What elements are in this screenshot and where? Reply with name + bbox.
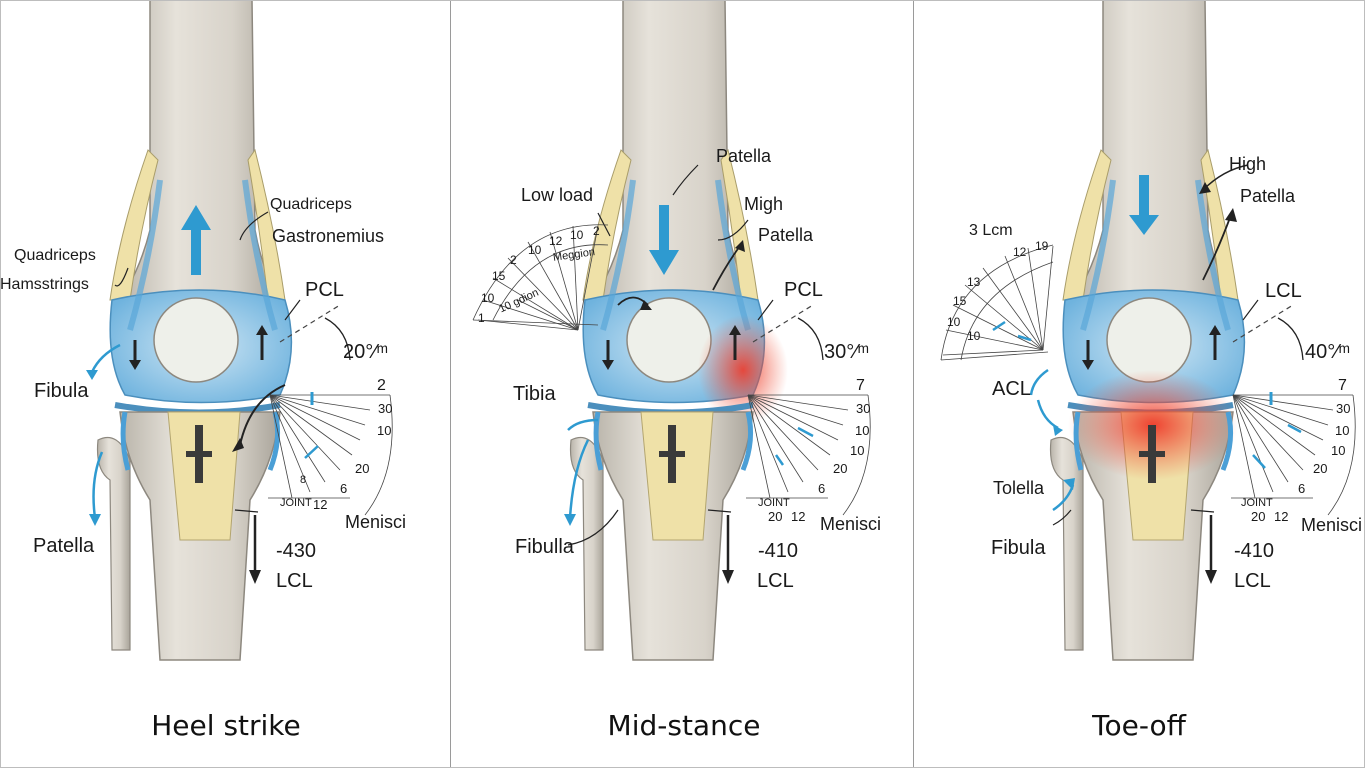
scale-tick-30: 30 <box>1336 401 1351 416</box>
label-patella-right: Patella <box>758 225 814 245</box>
knee-illustration-mid-stance <box>472 0 871 661</box>
label-fibula: Fibula <box>34 380 89 402</box>
label-scale-corner: 7 <box>1338 377 1347 394</box>
protractor-tick-15: 15 <box>953 294 967 308</box>
label-pcl: PCL <box>784 279 823 301</box>
scale-tick-10: 10 <box>855 423 870 438</box>
panel-title-toe-off: Toe-off <box>1092 709 1186 742</box>
patella-bone <box>153 297 239 383</box>
label-scale-corner: 2 <box>377 377 386 394</box>
label-scale-corner: 7 <box>856 377 865 394</box>
scale-tick-30: 30 <box>856 401 871 416</box>
load-arrow-down <box>649 205 679 275</box>
label-lcl-lower: LCL <box>1234 570 1271 592</box>
label-force: -410 <box>758 540 799 562</box>
panel-divider-2 <box>913 0 914 768</box>
scale-tick-20: 20 <box>1313 461 1328 476</box>
panel-title-mid-stance: Mid-stance <box>607 709 761 742</box>
protractor-tick-10a: 10 <box>481 291 495 305</box>
protractor-mid-stance <box>472 224 609 331</box>
label-pcl: PCL <box>305 279 344 301</box>
label-angle: 30°⁄ᵐ <box>824 341 870 363</box>
protractor-tick-10b: 10 <box>528 243 542 257</box>
label-lcl: LCL <box>757 570 794 592</box>
scale-tick-30: 30 <box>378 401 393 416</box>
label-quadriceps-top: Quadriceps <box>270 196 352 213</box>
scale-tick-10: 10 <box>1335 423 1350 438</box>
protractor-tick-15: 15 <box>492 269 506 283</box>
angle-scale-toe-off <box>1231 394 1356 516</box>
panel-heel-strike: Quadriceps Gastronemius Quadriceps Hamss… <box>0 0 452 768</box>
tibia-cartilage <box>167 411 241 541</box>
scale-tick-20b: 20 <box>768 509 783 524</box>
label-migh: Migh <box>744 194 784 214</box>
scale-tick-10b: 10 <box>850 443 865 458</box>
fibula-bone <box>96 436 131 651</box>
label-menisci: Menisci <box>1301 515 1363 535</box>
label-tibia: Tibia <box>513 383 556 405</box>
label-lcl: LCL <box>276 570 313 592</box>
knee-illustration-toe-off <box>940 0 1356 661</box>
scale-tick-10: 10 <box>377 423 392 438</box>
label-patella-top: Patella <box>1240 186 1296 206</box>
scale-tick-8: 8 <box>300 474 307 486</box>
label-angle: 40°⁄ᵐ <box>1305 341 1351 363</box>
protractor-tick-12: 12 <box>1013 245 1027 259</box>
label-acl: ACL <box>992 378 1031 400</box>
label-lcl-upper: LCL <box>1265 280 1302 302</box>
protractor-tick-10a: 10 <box>947 315 961 329</box>
knee-illustration-heel-strike <box>86 0 393 661</box>
protractor-tick-19: 19 <box>1035 239 1049 253</box>
panel-toe-off: High Patella 3 Lcm 10 15 13 12 19 10 LCL… <box>913 0 1365 768</box>
protractor-tick-12: 12 <box>549 234 563 248</box>
label-fibulla: Fibulla <box>515 536 574 558</box>
scale-tick-20b: 20 <box>1251 509 1266 524</box>
panel-divider-1 <box>450 0 451 768</box>
label-fibula: Fibula <box>991 537 1046 559</box>
label-angle: 20°⁄ᵐ <box>343 341 389 363</box>
scale-tick-6: 6 <box>818 481 826 496</box>
protractor-tick-2a: 2 <box>510 253 517 267</box>
label-patella: Patella <box>33 535 95 557</box>
scale-tick-12: 12 <box>1274 509 1289 524</box>
scale-tick-6: 6 <box>1298 481 1306 496</box>
label-high: High <box>1229 154 1267 174</box>
angle-scale-mid-stance <box>746 394 871 516</box>
label-menisci: Menisci <box>345 512 407 532</box>
scale-tick-20: 20 <box>833 461 848 476</box>
scale-tick-joint: JOINT <box>758 497 790 509</box>
load-arrow-up <box>181 205 211 275</box>
protractor-tick-2b: 2 <box>593 224 600 238</box>
label-gastronemius: Gastronemius <box>272 226 385 246</box>
panel-mid-stance: Patella Low load Migh Patella 1 10 15 2 … <box>458 0 910 768</box>
panel-title-heel-strike: Heel strike <box>151 709 301 742</box>
label-tolella: Tolella <box>993 478 1045 498</box>
scale-tick-6: 6 <box>340 481 348 496</box>
label-hamstrings: Hamsstrings <box>0 277 89 293</box>
scale-tick-joint: JOINT <box>280 497 312 509</box>
protractor-tick-1: 1 <box>478 311 485 325</box>
label-force: -430 <box>276 540 317 562</box>
scale-tick-10b: 10 <box>1331 443 1346 458</box>
label-menisci: Menisci <box>820 514 882 534</box>
label-patella-top: Patella <box>716 146 772 166</box>
protractor-tick-10b: 10 <box>967 329 981 343</box>
angle-scale-heel-strike <box>268 394 393 516</box>
scale-tick-joint: JOINT <box>1241 497 1273 509</box>
protractor-tick-13: 13 <box>967 275 981 289</box>
scale-tick-20: 20 <box>355 461 370 476</box>
protractor-tick-10c: 10 <box>570 228 584 242</box>
label-force: -410 <box>1234 540 1275 562</box>
label-low-load: Low load <box>521 185 594 205</box>
label-measure: 3 Lcm <box>969 222 1013 239</box>
scale-tick-12: 12 <box>791 509 806 524</box>
scale-tick-12: 12 <box>313 497 328 512</box>
label-quadriceps-left: Quadriceps <box>14 247 96 264</box>
